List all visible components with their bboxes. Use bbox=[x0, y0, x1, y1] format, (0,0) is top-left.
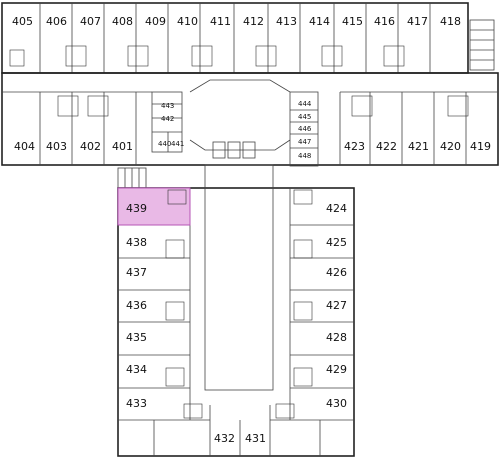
room-441[interactable]: 441 bbox=[171, 140, 184, 148]
room-427[interactable]: 427 bbox=[326, 299, 347, 312]
room-426[interactable]: 426 bbox=[326, 266, 347, 279]
room-422[interactable]: 422 bbox=[376, 140, 397, 153]
room-labels: 405 406 407 408 409 410 411 412 413 414 … bbox=[12, 15, 491, 445]
stairs-southwest bbox=[117, 167, 147, 189]
room-423[interactable]: 423 bbox=[344, 140, 365, 153]
room-420[interactable]: 420 bbox=[440, 140, 461, 153]
room-429[interactable]: 429 bbox=[326, 363, 347, 376]
room-439[interactable]: 439 bbox=[126, 202, 147, 215]
room-448[interactable]: 448 bbox=[298, 152, 311, 160]
room-445[interactable]: 445 bbox=[298, 113, 311, 121]
room-432[interactable]: 432 bbox=[214, 432, 235, 445]
room-402[interactable]: 402 bbox=[80, 140, 101, 153]
room-433[interactable]: 433 bbox=[126, 397, 147, 410]
room-403[interactable]: 403 bbox=[46, 140, 67, 153]
room-425[interactable]: 425 bbox=[326, 236, 347, 249]
room-415[interactable]: 415 bbox=[342, 15, 363, 28]
room-436[interactable]: 436 bbox=[126, 299, 147, 312]
room-419[interactable]: 419 bbox=[470, 140, 491, 153]
room-417[interactable]: 417 bbox=[407, 15, 428, 28]
room-409[interactable]: 409 bbox=[145, 15, 166, 28]
room-418[interactable]: 418 bbox=[440, 15, 461, 28]
south-wing bbox=[117, 164, 355, 457]
room-439-highlight[interactable] bbox=[117, 187, 191, 226]
room-412[interactable]: 412 bbox=[243, 15, 264, 28]
room-414[interactable]: 414 bbox=[309, 15, 330, 28]
room-407[interactable]: 407 bbox=[80, 15, 101, 28]
room-411[interactable]: 411 bbox=[210, 15, 231, 28]
room-413[interactable]: 413 bbox=[276, 15, 297, 28]
room-405[interactable]: 405 bbox=[12, 15, 33, 28]
room-442[interactable]: 442 bbox=[161, 115, 174, 123]
room-430[interactable]: 430 bbox=[326, 397, 347, 410]
room-440[interactable]: 440 bbox=[158, 140, 171, 148]
room-424[interactable]: 424 bbox=[326, 202, 347, 215]
bathroom-fixtures bbox=[9, 45, 405, 67]
room-444[interactable]: 444 bbox=[298, 100, 312, 108]
room-447[interactable]: 447 bbox=[298, 138, 311, 146]
room-437[interactable]: 437 bbox=[126, 266, 147, 279]
room-431[interactable]: 431 bbox=[245, 432, 266, 445]
room-410[interactable]: 410 bbox=[177, 15, 198, 28]
room-401[interactable]: 401 bbox=[112, 140, 133, 153]
room-435[interactable]: 435 bbox=[126, 331, 147, 344]
room-421[interactable]: 421 bbox=[408, 140, 429, 153]
room-438[interactable]: 438 bbox=[126, 236, 147, 249]
room-406[interactable]: 406 bbox=[46, 15, 67, 28]
room-428[interactable]: 428 bbox=[326, 331, 347, 344]
north-wing bbox=[1, 2, 495, 74]
room-408[interactable]: 408 bbox=[112, 15, 133, 28]
room-434[interactable]: 434 bbox=[126, 363, 147, 376]
room-443[interactable]: 443 bbox=[161, 102, 174, 110]
stairs-northeast bbox=[469, 19, 495, 71]
room-404[interactable]: 404 bbox=[14, 140, 35, 153]
room-416[interactable]: 416 bbox=[374, 15, 395, 28]
room-446[interactable]: 446 bbox=[298, 125, 312, 133]
